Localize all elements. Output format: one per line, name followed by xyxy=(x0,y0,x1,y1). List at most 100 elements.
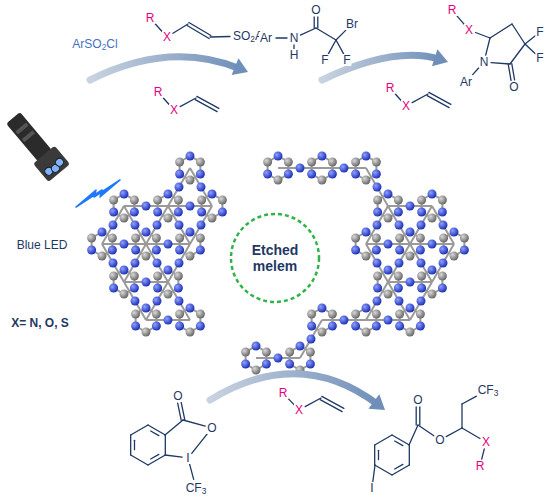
nitrogen-atom xyxy=(406,228,415,237)
bond-line xyxy=(328,40,336,54)
substituent-r: R xyxy=(278,387,289,399)
bond-line xyxy=(409,445,410,465)
network-bond xyxy=(300,320,322,358)
atom-label: N xyxy=(479,56,490,68)
nitrogen-atom xyxy=(318,152,327,161)
heteroatom-x: X xyxy=(294,404,304,416)
bond-line xyxy=(178,403,182,420)
triazine-unit xyxy=(285,342,315,375)
carbon-atom xyxy=(130,196,139,205)
nitrogen-atom xyxy=(109,259,118,268)
nitrogen-atom xyxy=(174,284,183,293)
nitrogen-atom xyxy=(296,164,305,173)
carbon-atom xyxy=(153,196,162,205)
carbon-atom xyxy=(460,234,469,243)
carbon-atom xyxy=(120,214,129,223)
carbon-atom xyxy=(241,348,250,357)
bond-line xyxy=(165,420,183,435)
nitrogen-atom xyxy=(175,259,184,268)
carbon-atom xyxy=(284,158,293,167)
carbon-atom xyxy=(164,214,173,223)
triazine-unit xyxy=(131,304,161,337)
region-label: Etched melem xyxy=(239,242,311,274)
carbon-atom xyxy=(328,310,337,319)
chemical-bonds xyxy=(131,15,536,482)
nitrogen-atom xyxy=(153,259,162,268)
carbon-atom xyxy=(87,234,96,243)
atom-label: N xyxy=(289,32,300,44)
nitrogen-atom xyxy=(439,246,448,255)
melem-network xyxy=(87,152,469,375)
nitrogen-atom xyxy=(450,228,459,237)
carbon-atom xyxy=(373,272,382,281)
network-bond xyxy=(124,206,146,244)
bond-line xyxy=(419,407,420,425)
carbon-atom xyxy=(406,252,415,261)
network-bond xyxy=(432,244,454,282)
nitrogen-atom xyxy=(175,170,184,179)
nitrogen-atom xyxy=(130,284,139,293)
etched-region: Etched melem xyxy=(229,212,321,304)
nitrogen-atom xyxy=(417,208,426,217)
atom-label: O xyxy=(508,81,519,93)
triazine-unit xyxy=(307,304,337,337)
carbon-atom xyxy=(164,290,173,299)
nitrogen-atom xyxy=(416,246,425,255)
nitrogen-atom xyxy=(417,284,426,293)
nitrogen-atom xyxy=(395,246,404,255)
nitrogen-atom xyxy=(296,342,305,351)
nitrogen-atom xyxy=(384,266,393,275)
substituent-r: R xyxy=(385,82,396,94)
nitrogen-atom xyxy=(340,316,349,325)
carbon-atom xyxy=(197,196,206,205)
carbon-atom xyxy=(109,272,118,281)
bond-line xyxy=(180,98,196,107)
triazine-unit xyxy=(417,266,447,299)
nitrogen-atom xyxy=(274,152,283,161)
carbon-atom xyxy=(186,176,195,185)
bond-line xyxy=(322,396,344,408)
carbon-atom xyxy=(394,196,403,205)
bond-line xyxy=(473,67,480,74)
triazine-unit xyxy=(395,304,425,337)
bond-line xyxy=(190,464,194,480)
nitrogen-atom xyxy=(362,152,371,161)
nitrogen-atom xyxy=(197,208,206,217)
network-bond xyxy=(410,206,432,244)
nitrogen-atom xyxy=(142,228,151,237)
nitrogen-atom xyxy=(196,246,205,255)
carbon-atom xyxy=(196,158,205,167)
bond-line xyxy=(316,28,336,40)
bond-line xyxy=(181,402,185,419)
carbon-atom xyxy=(362,252,371,261)
nitrogen-atom xyxy=(395,297,404,306)
bond-line xyxy=(392,435,409,445)
nitrogen-atom xyxy=(186,152,195,161)
nitrogen-atom xyxy=(428,240,437,249)
heteroatom-note: X= N, O, S xyxy=(10,317,70,329)
nitrogen-atom xyxy=(362,228,371,237)
carbon-atom xyxy=(307,310,316,319)
atom-label: F xyxy=(342,54,351,66)
nitrogen-atom xyxy=(373,259,382,268)
nitrogen-atom xyxy=(406,304,415,313)
triazine-unit xyxy=(87,228,117,261)
nitrogen-atom xyxy=(306,360,315,369)
atom-label: Br xyxy=(345,18,359,30)
nitrogen-atom xyxy=(164,240,173,249)
nitrogen-atom xyxy=(384,240,393,249)
nitrogen-atom xyxy=(262,360,271,369)
carbon-atom xyxy=(416,234,425,243)
atom-label: F xyxy=(535,52,544,64)
network-bond xyxy=(388,282,410,320)
triazine-unit xyxy=(175,304,205,337)
nitrogen-atom xyxy=(395,221,404,230)
carbon-atom xyxy=(372,234,381,243)
bond-line xyxy=(395,464,403,469)
network-bond xyxy=(388,244,410,282)
atom-label: F xyxy=(535,26,544,38)
carbon-atom xyxy=(384,214,393,223)
nitrogen-atom xyxy=(131,297,140,306)
triazine-unit xyxy=(351,152,381,185)
